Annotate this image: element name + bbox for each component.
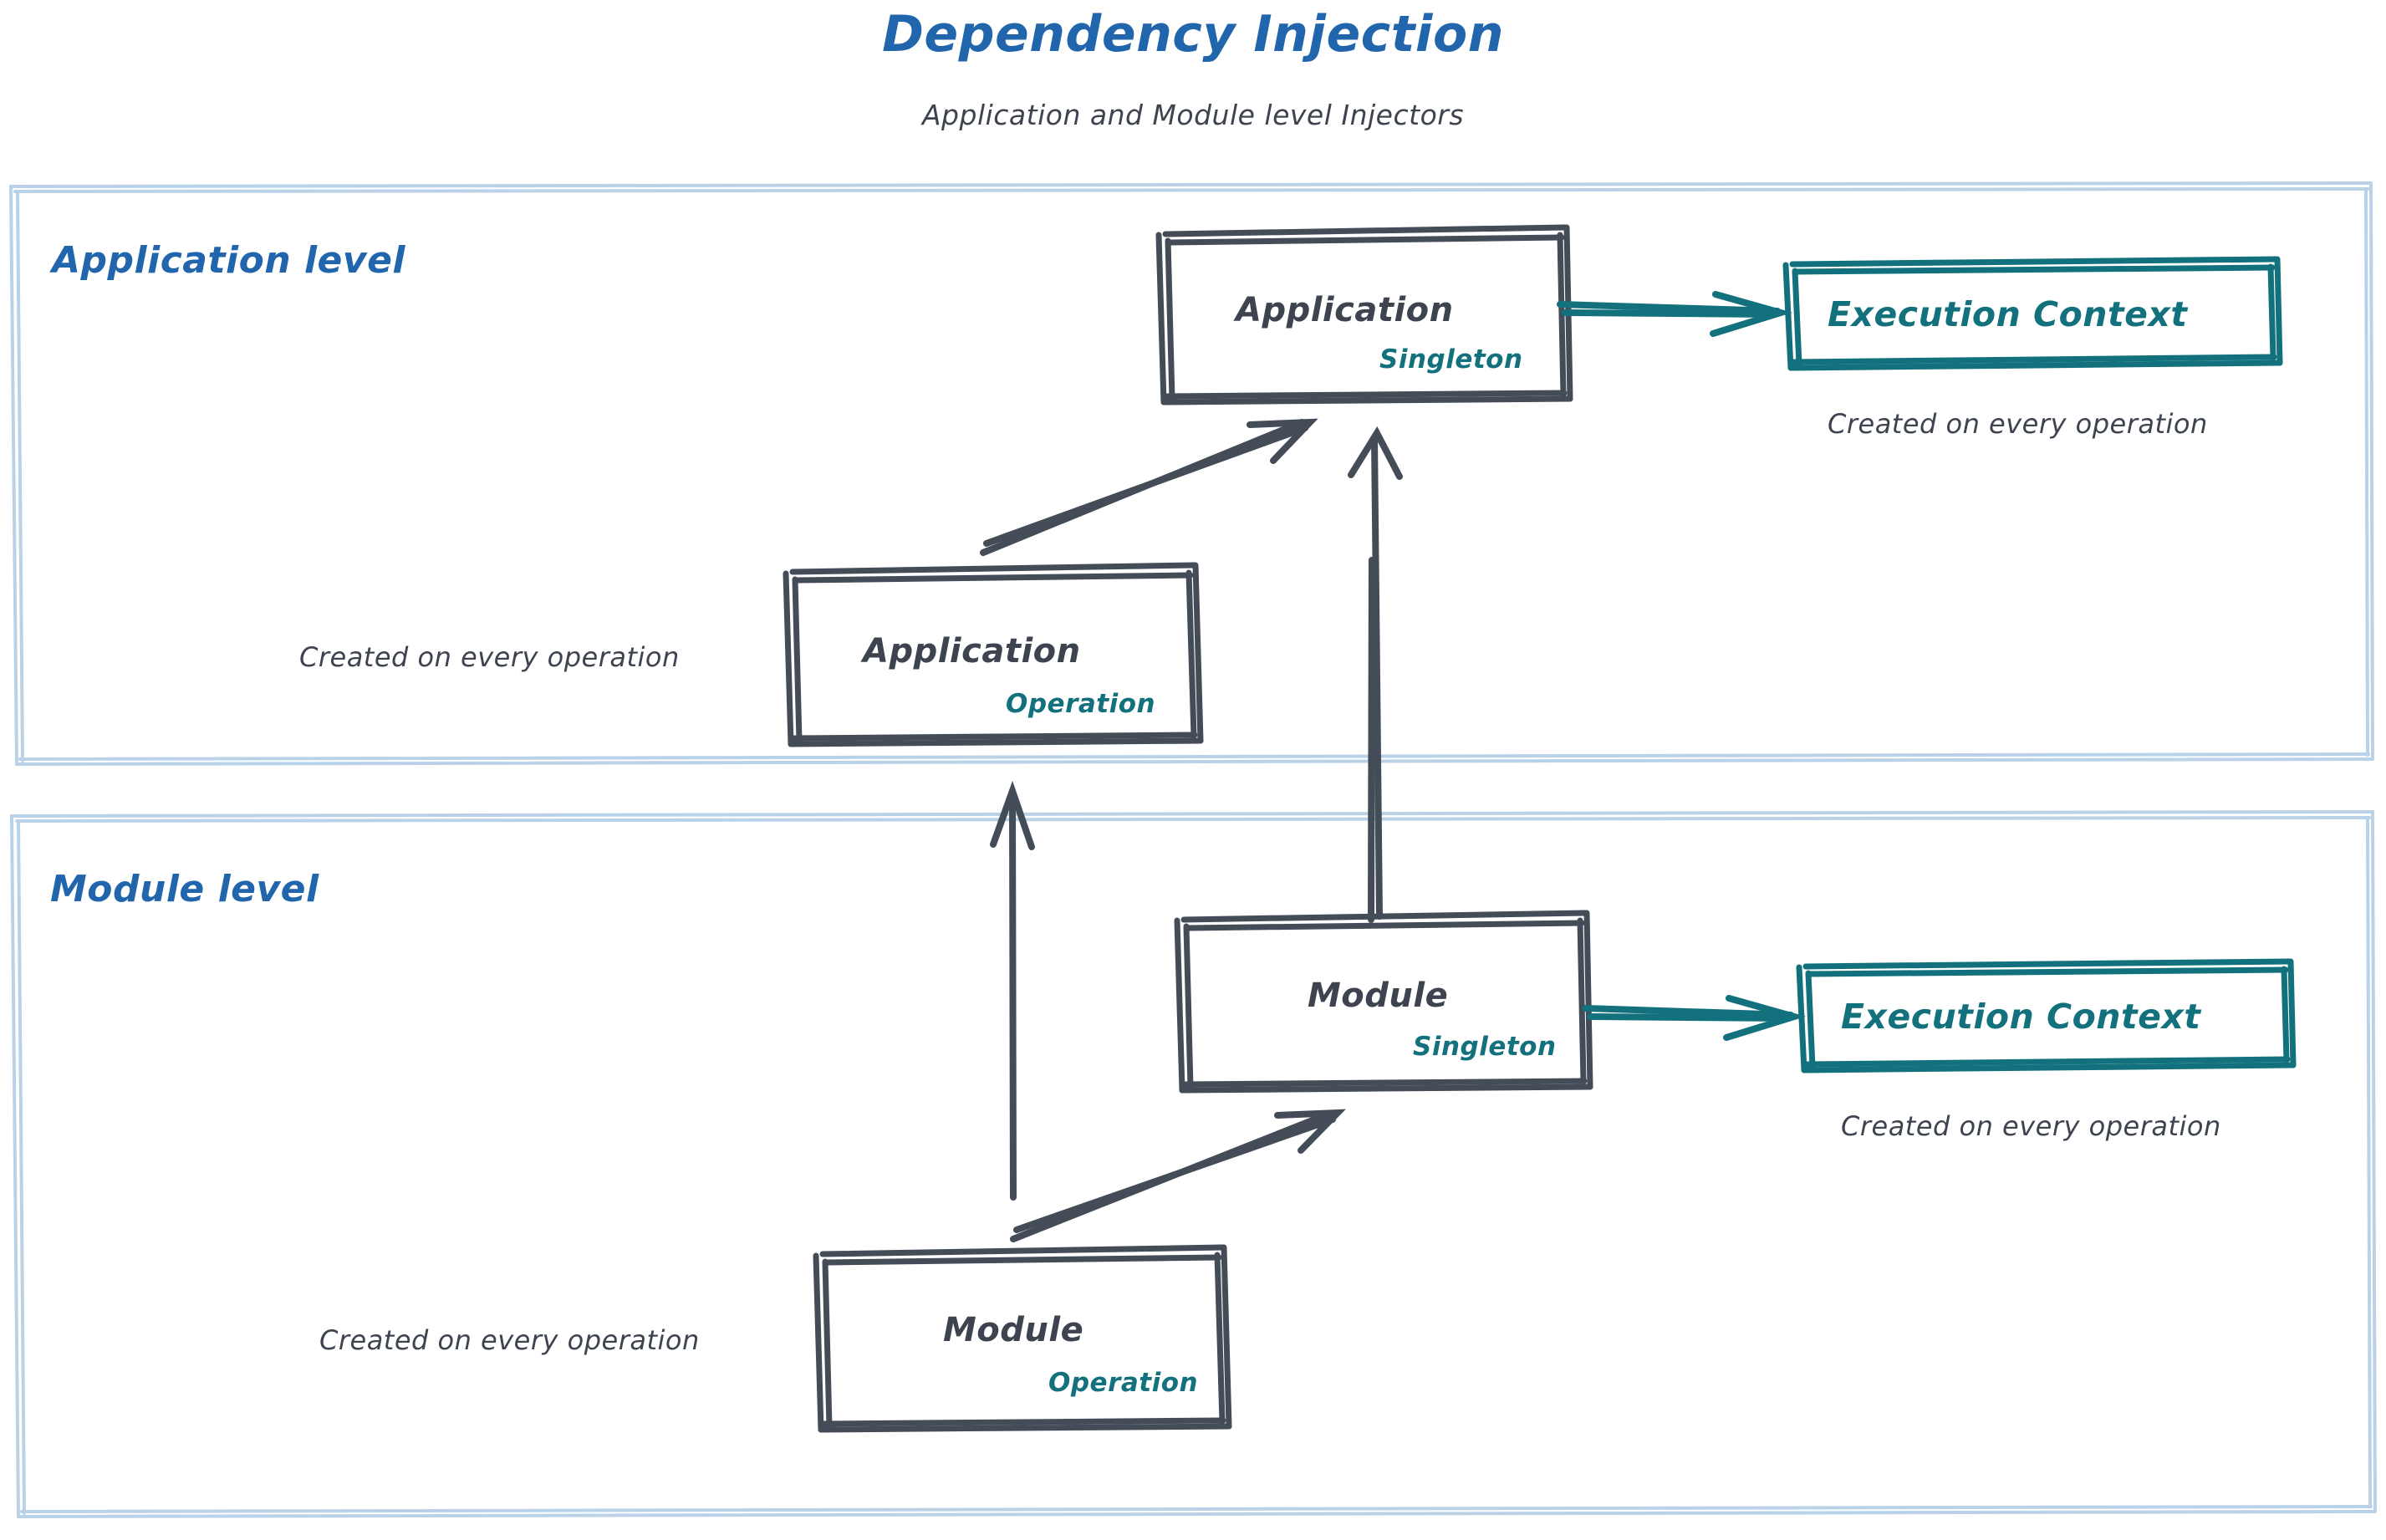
module-execution-context-label: Execution Context [1841,997,2201,1037]
arrow-module-operation-to-module-singleton [1010,1109,1346,1242]
module-level-label: Module level [50,868,319,910]
node-module-singleton-scope: Singleton [1413,1032,1557,1062]
arrow-application-singleton-to-execution-context [1557,291,1793,337]
node-module-operation-scope: Operation [1048,1368,1199,1398]
arrow-module-singleton-to-execution-context [1582,995,1807,1041]
module-operation-note: Created on every operation [319,1324,700,1356]
page-title: Dependency Injection [882,5,1504,64]
arrow-module-singleton-to-application-singleton [1348,426,1403,923]
node-application-singleton-scope: Singleton [1379,344,1523,375]
node-module-singleton-title: Module [1308,977,1449,1015]
application-execution-context-label: Execution Context [1828,294,2188,334]
arrow-application-operation-to-application-singleton [980,418,1318,556]
node-application-operation-title: Application [863,632,1081,671]
module-execution-context-note: Created on every operation [1841,1110,2221,1142]
page-subtitle: Application and Module level Injectors [921,99,1465,131]
arrow-module-operation-to-application-operation [990,780,1035,1201]
node-application-singleton-title: Application [1236,291,1454,329]
application-execution-context-note: Created on every operation [1828,408,2208,440]
node-module-operation-title: Module [943,1311,1084,1349]
node-application-operation-scope: Operation [1006,689,1156,719]
application-operation-note: Created on every operation [299,641,680,673]
application-level-label: Application level [52,239,405,282]
